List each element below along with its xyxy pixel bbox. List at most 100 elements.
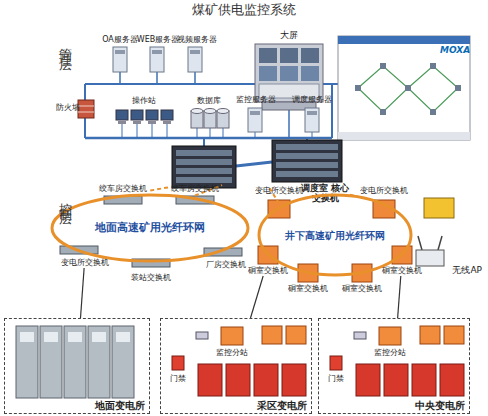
fiber-ring: 井下高速矿用光纤环网 [257,193,413,277]
substation-box: 中央变电所监控分站门禁 [318,318,470,414]
node-label: 硐室交换机 [342,285,382,294]
node-label: WEB服务器 [137,36,179,45]
switchgear-red [440,364,464,396]
mine-switch: 硐室交换机 [381,244,423,276]
switch-module [176,168,232,174]
ring-switch: 绞车房交换机 [168,185,222,206]
pc-base [148,121,156,124]
monitor-substation: 监控分站 [212,326,252,358]
topology-node [430,109,436,115]
layer-label: 管理层 [56,38,74,53]
monitor-substation: 监控分站 [370,326,410,358]
ap-antenna [418,236,422,250]
switch-module [176,150,232,156]
substation-unit [286,326,306,344]
wireless-ap: 无线AP [414,236,482,276]
server-slot [115,50,125,54]
monitor-window [338,36,470,140]
substation-unit [379,327,401,345]
node-label: 监控分站 [216,349,248,358]
substation-unit [221,327,243,345]
topology-node [455,85,461,91]
node-label: 操作站 [132,97,156,106]
substation-box: 地面变电所 [4,318,150,414]
core-switch-chassis [172,146,236,188]
server-icon [150,47,164,72]
server-icon [248,108,262,132]
mine-switch: 硐室交换机 [287,262,329,294]
database-top [217,109,229,114]
door-access: 门禁 [164,354,192,384]
node-label: 门禁 [328,375,344,384]
switchgear-cabinet [40,326,62,398]
screen-tile [259,66,277,81]
brick-line [78,112,94,113]
drop-wire [137,124,138,138]
server-node: 视频服务器 [176,36,218,74]
node-label: 硐室交换机 [288,285,328,294]
substation-unit [262,326,282,344]
ring-ellipse [259,195,411,275]
ring-ellipse [52,195,248,261]
fiber-link [150,187,168,190]
server-slot [250,111,260,115]
topology-node [380,63,386,69]
server-node: WEB服务器 [137,36,179,74]
server-node: 调度服务器 [290,96,334,134]
ap-antenna [438,236,442,250]
door-access: 门禁 [322,354,350,384]
switch-module [276,162,338,168]
switchgear-red [412,364,436,396]
topology-loop [358,66,408,112]
switchgear-cabinet [64,326,86,398]
pc-base [118,121,126,124]
pc-base [133,121,141,124]
screen-tile [280,66,298,81]
pc-monitor [146,110,158,120]
ring-switch: 变电所交换机 [54,244,116,268]
feeder-link [398,276,401,318]
topology-node [405,85,411,91]
switchgear-red [254,364,278,396]
database-top [191,109,203,114]
node-label: 采区变电所 [257,400,307,411]
brand-logo: MOXA [440,45,470,55]
drop-wire [197,128,198,138]
topology-node [380,109,386,115]
drop-wire [210,128,211,138]
feeder-link [250,276,263,318]
switchgear-red [226,364,250,396]
drop-wire [152,124,153,138]
node-label: 变电所交换机 [360,187,408,196]
server-icon [188,47,202,72]
diagram-title: 煤矿供电监控系统 [0,1,488,19]
pc-monitor [161,110,173,120]
node-label: 装站交换机 [131,274,171,283]
switch-module [276,144,338,150]
core-link [236,162,272,166]
bus-riser [331,84,333,138]
node-label: OA服务器 [102,36,138,45]
ring-switch: 装站交换机 [125,257,177,283]
server-icon [113,47,127,72]
screen-wall [255,44,323,102]
node-label: 监控分站 [374,349,406,358]
switchgear-red [384,364,408,396]
switchgear-red [198,364,222,396]
cabinet-window [92,332,106,342]
door-access-icon [330,356,342,370]
mine-switch: 变电所交换机 [254,187,304,220]
screen-tile [259,48,277,63]
node-label: 视频服务器 [177,36,217,45]
firewall-node: 防火墙 [56,96,98,120]
server-icon [305,108,319,132]
screen-tile [301,66,319,81]
node-label: 门禁 [170,375,186,384]
feeder-link [80,268,84,318]
drop-wire [255,132,256,138]
cabinet-window [44,332,58,342]
node-label: 大屏 [280,31,298,41]
substation-unit [444,326,464,344]
node-label: 地面变电所 [95,400,145,411]
server-slot [190,50,200,54]
